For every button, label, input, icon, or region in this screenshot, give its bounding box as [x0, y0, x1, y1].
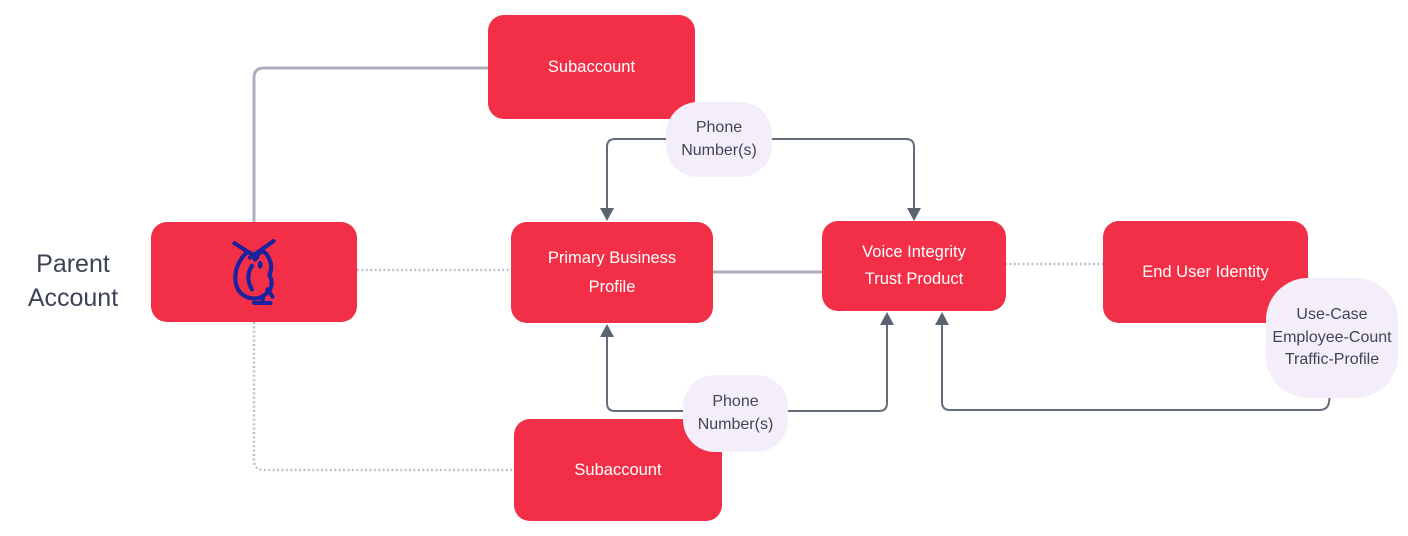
node-subaccount-bottom-label: Subaccount — [574, 460, 662, 479]
arrowhead-up-voice-bottom-right — [935, 312, 949, 325]
bubble-phone-numbers-bottom: Phone Number(s) — [683, 375, 788, 452]
connector-parent-to-subaccount-top — [252, 66, 488, 222]
bubble-use-case-line1: Use-Case — [1296, 306, 1368, 324]
bubble-use-case: Use-Case Employee-Count Traffic-Profile — [1266, 278, 1398, 398]
node-primary-business-profile-label: Primary Business Profile — [547, 249, 677, 296]
bubble-use-case-line3: Traffic-Profile — [1284, 351, 1380, 369]
arrowhead-up-voice-bottom-left — [880, 312, 894, 325]
bubble-phone-numbers-top: Phone Number(s) — [666, 102, 772, 177]
node-parent-account — [151, 222, 357, 322]
arrowhead-down-primary-top — [600, 208, 614, 221]
node-primary-business-profile: Primary Business Profile — [511, 222, 713, 323]
node-end-user-identity-label: End User Identity — [1142, 262, 1269, 281]
arrowhead-down-voice-top — [907, 208, 921, 221]
arrow-use-case-line — [941, 324, 1332, 411]
bubble-phone-numbers-bottom-label: Phone Number(s) — [697, 393, 774, 433]
node-subaccount-top-label: Subaccount — [547, 57, 636, 76]
bubble-use-case-line2: Employee-Count — [1272, 328, 1392, 346]
node-voice-integrity-label: Voice Integrity Trust Product — [862, 242, 966, 288]
arrowhead-up-primary-bottom — [600, 324, 614, 337]
bubble-phone-numbers-top-label: Phone Number(s) — [681, 119, 757, 159]
owl-icon — [232, 239, 276, 305]
connector-parent-to-subaccount-bottom — [252, 322, 514, 472]
node-voice-integrity-trust-product: Voice Integrity Trust Product — [822, 221, 1006, 311]
parent-account-label: Parent Account — [27, 250, 119, 312]
node-subaccount-top: Subaccount — [488, 15, 695, 119]
